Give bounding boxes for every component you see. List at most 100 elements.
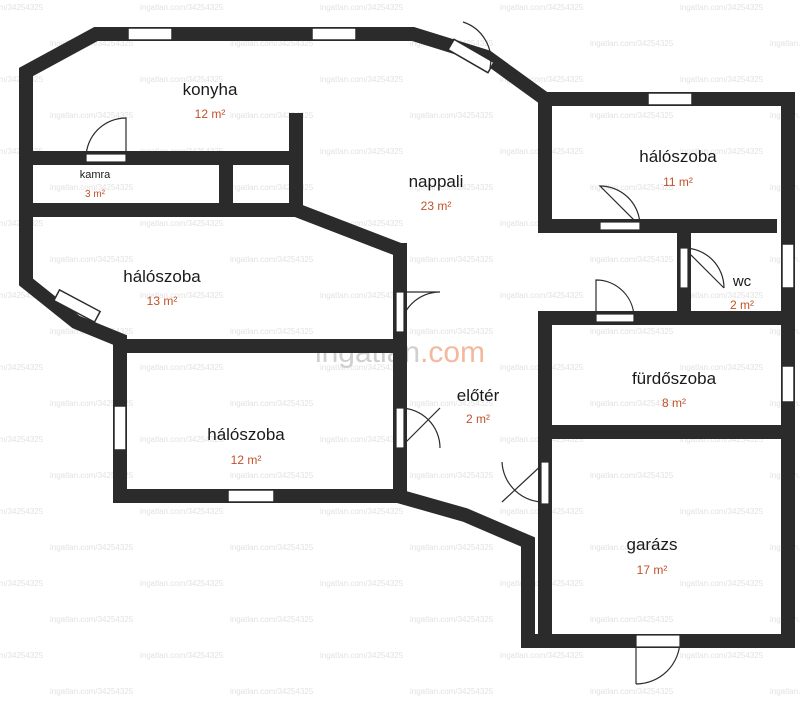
room-area-haloszoba-sw: 12 m² (231, 453, 262, 467)
watermark-text: ingatlan.com/34254325 (230, 687, 314, 696)
watermark-text: ingatlan.com/34254325 (590, 543, 674, 552)
door-corridor (595, 279, 635, 319)
room-area-garazs: 17 m² (637, 563, 668, 577)
watermark-text: ingatlan.com/34254325 (230, 255, 314, 264)
watermark-text: ingatlan.com/34254325 (500, 651, 584, 660)
watermark-text: ingatlan.com/34254325 (590, 471, 674, 480)
watermark-text: ingatlan.com/34254325 (410, 399, 494, 408)
window-nappali-ne (447, 38, 495, 74)
logo-part-com: .com (420, 336, 485, 369)
door-konyha (85, 117, 127, 159)
watermark-text: ingatlan.com/34254325 (230, 111, 314, 120)
watermark-text: ingatlan.com/34254325 (0, 363, 44, 372)
watermark-text: ingatlan.com/34254325 (590, 615, 674, 624)
watermark-text: ingatlan.com/34254325 (500, 3, 584, 12)
watermark-text: ingatlan.com/34254325 (410, 111, 494, 120)
watermark-text: ingatlan.com/34254325 (410, 471, 494, 480)
watermark-text: ingatlan.com/34254325 (680, 507, 764, 516)
room-name-garazs: garázs (626, 535, 677, 554)
watermark-text: ingatlan.com/34254325 (320, 291, 404, 300)
watermark-text: ingatlan.com/34254325 (770, 687, 800, 696)
watermark-text: ingatlan.com/34254325 (140, 651, 224, 660)
watermark-text: ingatlan.com/34254325 (230, 543, 314, 552)
room-name-furdoszoba: fürdőszoba (632, 369, 717, 388)
watermark-text: ingatlan.com/34254325 (0, 3, 44, 12)
watermark-text: ingatlan.com/34254325 (230, 615, 314, 624)
watermark-text: ingatlan.com/34254325 (50, 615, 134, 624)
room-labels: konyha 12 m² kamra 3 m² nappali 23 m² há… (80, 80, 754, 577)
window-konyha-1 (127, 27, 173, 41)
watermark-text: ingatlan.com/34254325 (50, 183, 134, 192)
door-wc (683, 247, 725, 289)
room-area-furdoszoba: 8 m² (662, 396, 686, 410)
room-area-konyha: 12 m² (195, 107, 226, 121)
room-area-wc: 2 m² (730, 298, 754, 312)
watermark-text: ingatlan.com/34254325 (0, 507, 44, 516)
watermark-text: ingatlan.com/34254325 (320, 435, 404, 444)
window-haloszoba-sw-west (113, 405, 127, 451)
room-area-eloter: 2 m² (466, 412, 490, 426)
watermark-text: ingatlan.com/34254325 (680, 291, 764, 300)
window-konyha-2 (311, 27, 357, 41)
doors (85, 21, 725, 685)
watermark-text: ingatlan.com/34254325 (410, 255, 494, 264)
door-nappali-ne (462, 21, 492, 69)
watermark-text: ingatlan.com/34254325 (230, 39, 314, 48)
watermark-text: ingatlan.com/34254325 (140, 435, 224, 444)
walls (19, 27, 795, 648)
watermark-text: ingatlan.com/34254325 (680, 3, 764, 12)
window-furdo (781, 365, 795, 403)
watermark-text: ingatlan.com/34254325 (230, 183, 314, 192)
watermark-text: ingatlan.com/34254325 (590, 39, 674, 48)
room-name-konyha: konyha (183, 80, 238, 99)
watermark-text: ingatlan.com/34254325 (140, 75, 224, 84)
watermark-text: ingatlan.com/34254325 (500, 75, 584, 84)
watermark-text: ingatlan.com/34254325 (410, 327, 494, 336)
watermark-text: ingatlan.com/34254325 (230, 471, 314, 480)
watermark-text: ingatlan.com/34254325 (140, 291, 224, 300)
watermark-text: ingatlan.com/34254325 (50, 687, 134, 696)
watermark-text: ingatlan.com/34254325 (770, 39, 800, 48)
room-area-haloszoba-ne: 11 m² (663, 175, 693, 189)
watermark-text: ingatlan.com/34254325 (0, 579, 44, 588)
room-name-wc: wc (732, 273, 752, 290)
room-area-nappali: 23 m² (421, 199, 452, 213)
watermark-text: ingatlan.com/34254325 (680, 579, 764, 588)
watermark-text: ingatlan.com/34254325 (590, 111, 674, 120)
watermark-text: ingatlan.com/34254325 (320, 3, 404, 12)
watermark-text: ingatlan.com/34254325 (590, 687, 674, 696)
watermark-text: ingatlan.com/34254325 (320, 579, 404, 588)
watermark-text: ingatlan.com/34254325 (50, 255, 134, 264)
door-haloszoba-ne (598, 185, 642, 227)
window-wc (781, 243, 795, 289)
room-area-haloszoba-w: 13 m² (147, 294, 178, 308)
watermark-text: ingatlan.com/34254325 (320, 363, 404, 372)
window-haloszoba-sw-south (227, 489, 275, 503)
watermark-text: ingatlan.com/34254325 (230, 327, 314, 336)
door-garazs-inner (501, 461, 546, 503)
watermark-text: ingatlan.com/34254325 (50, 399, 134, 408)
watermark-text: ingatlan.com/34254325 (140, 219, 224, 228)
watermark-text: ingatlan.com/34254325 (410, 543, 494, 552)
watermark-text: ingatlan.com/34254325 (320, 507, 404, 516)
watermark-text: ingatlan.com/34254325 (140, 363, 224, 372)
window-haloszoba-w (52, 288, 102, 324)
watermark-text: ingatlan.com/34254325 (680, 651, 764, 660)
watermark-text: ingatlan.com/34254325 (50, 471, 134, 480)
door-haloszoba-sw (399, 407, 441, 449)
window-haloszoba-ne (647, 92, 693, 106)
room-name-haloszoba-ne: hálószoba (639, 147, 717, 166)
watermark-text: ingatlan.com/34254325 (320, 75, 404, 84)
watermark-text: ingatlan.com/34254325 (410, 687, 494, 696)
watermark-text: ingatlan.com/34254325 (410, 615, 494, 624)
watermark-text: ingatlan.com/34254325 (680, 435, 764, 444)
room-area-kamra: 3 m² (85, 189, 106, 200)
room-name-kamra: kamra (80, 169, 111, 181)
watermark-text: ingatlan.com/34254325 (590, 327, 674, 336)
watermark-text: ingatlan.com/34254325 (590, 183, 674, 192)
windows (52, 27, 795, 503)
watermark-text: ingatlan.com/34254325 (0, 291, 44, 300)
watermark-text: ingatlan.com/34254325 (0, 435, 44, 444)
watermark-text: ingatlan.com/34254325 (320, 219, 404, 228)
